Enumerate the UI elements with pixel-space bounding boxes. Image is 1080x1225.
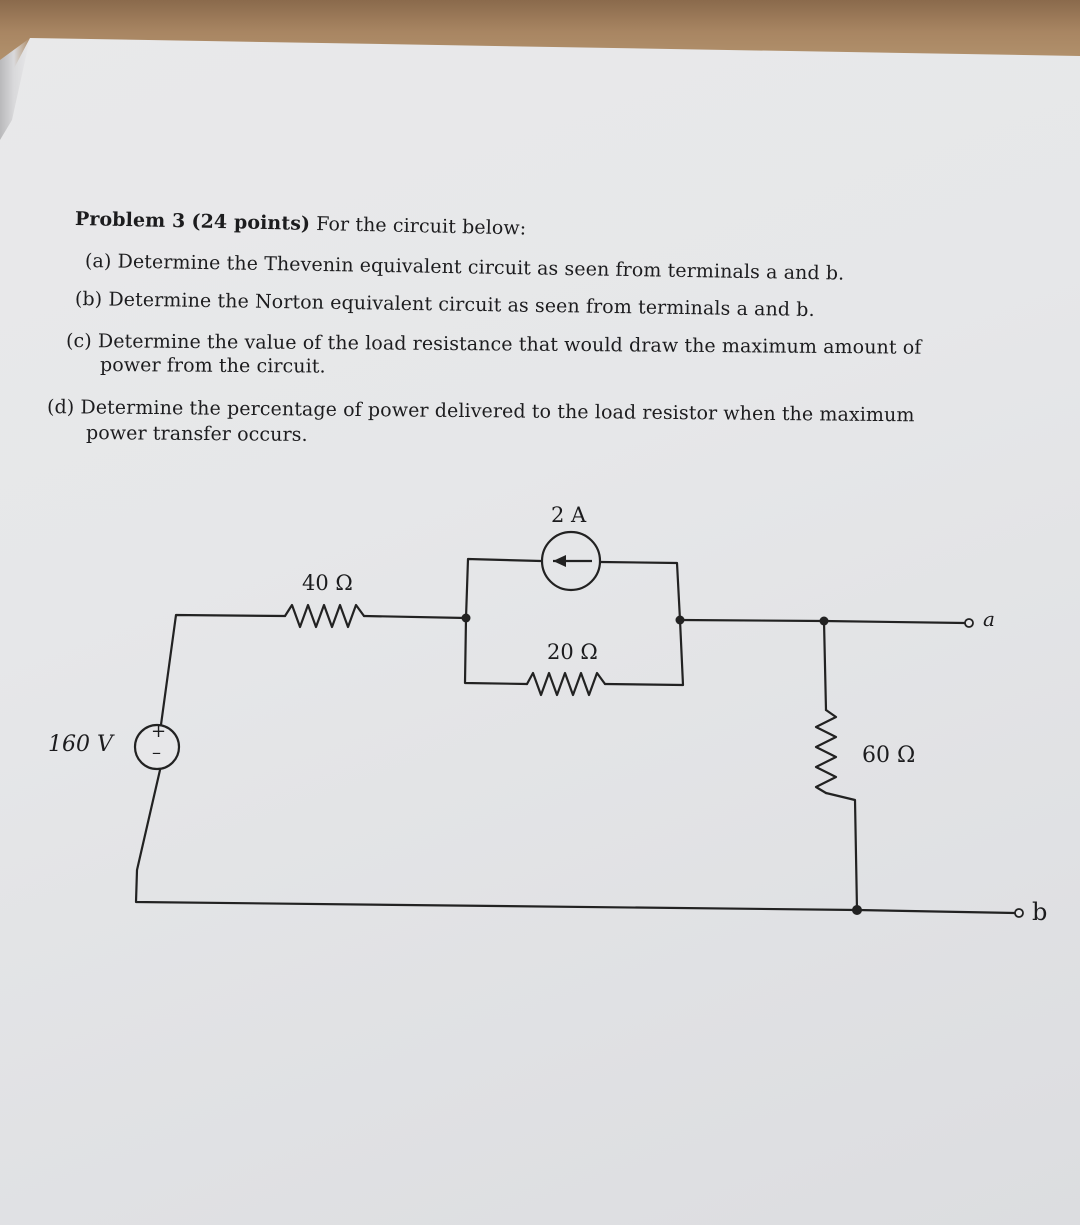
resistor-20-label: 20 Ω xyxy=(547,640,598,664)
part-a-tag: (a) xyxy=(84,250,112,273)
wire-to-r60-top xyxy=(822,619,828,712)
part-b-text: Determine the Norton equivalent circuit … xyxy=(108,288,815,321)
wire-current-source-to-right-node xyxy=(599,560,682,622)
current-source-label: 2 A xyxy=(551,503,587,527)
problem-header: Problem 3 (24 points) For the circuit be… xyxy=(75,208,527,239)
problem-title: Problem 3 xyxy=(74,208,186,233)
resistor-40-zigzag xyxy=(283,603,366,629)
node-dot-right xyxy=(675,615,685,625)
terminal-a-circle xyxy=(964,618,974,628)
terminal-b-circle xyxy=(1014,908,1024,918)
source-voltage-label: 160 V xyxy=(48,732,113,757)
node-dot-a-branch xyxy=(819,616,829,626)
wire-r60-to-bottom xyxy=(824,791,859,912)
wire-source-to-r40 xyxy=(158,613,287,734)
terminal-b-label: b xyxy=(1032,898,1048,926)
problem-points: (24 points) xyxy=(191,210,311,235)
source-minus-sign: – xyxy=(152,742,161,763)
resistor-60-label: 60 Ω xyxy=(862,743,916,768)
part-d-text: Determine the percentage of power delive… xyxy=(80,396,915,427)
part-c-continuation: power from the circuit. xyxy=(100,354,326,378)
part-b-tag: (b) xyxy=(74,288,103,311)
wire-node-to-current-source xyxy=(464,557,543,620)
circuit-diagram: 160 V + – 40 Ω 2 A 20 Ω 60 Ω a b xyxy=(0,470,1080,990)
terminal-a-label: a xyxy=(983,607,995,631)
current-source-circle xyxy=(540,530,602,592)
wire-r20-to-right-node xyxy=(603,618,685,687)
node-dot-left xyxy=(461,613,471,623)
part-d-cont-text: power transfer occurs. xyxy=(85,422,308,446)
resistor-60-zigzag xyxy=(814,708,838,795)
problem-text: Problem 3 (24 points) For the circuit be… xyxy=(0,0,1080,460)
part-a-text: Determine the Thevenin equivalent circui… xyxy=(117,250,845,285)
part-b: (b) Determine the Norton equivalent circ… xyxy=(75,288,815,321)
source-plus-sign: + xyxy=(151,721,167,742)
wire-bottom-return xyxy=(134,768,1017,915)
node-dot-b-branch xyxy=(852,905,862,915)
circuit-wires xyxy=(133,530,1024,918)
part-d-tag: (d) xyxy=(46,396,75,419)
problem-instruction: For the circuit below: xyxy=(316,213,527,240)
current-arrow-head-icon xyxy=(553,555,566,567)
part-d: (d) Determine the percentage of power de… xyxy=(47,396,915,426)
wire-r40-to-node xyxy=(362,614,468,620)
part-a: (a) Determine the Thevenin equivalent ci… xyxy=(85,250,845,285)
wire-node-to-r20 xyxy=(463,616,529,686)
part-d-continuation: power transfer occurs. xyxy=(86,422,308,446)
voltage-source-circle xyxy=(133,723,181,771)
resistor-20-zigzag xyxy=(525,671,607,697)
part-c-tag: (c) xyxy=(65,330,92,353)
resistor-40-label: 40 Ω xyxy=(302,571,353,595)
part-c-cont-text: power from the circuit. xyxy=(99,354,326,378)
